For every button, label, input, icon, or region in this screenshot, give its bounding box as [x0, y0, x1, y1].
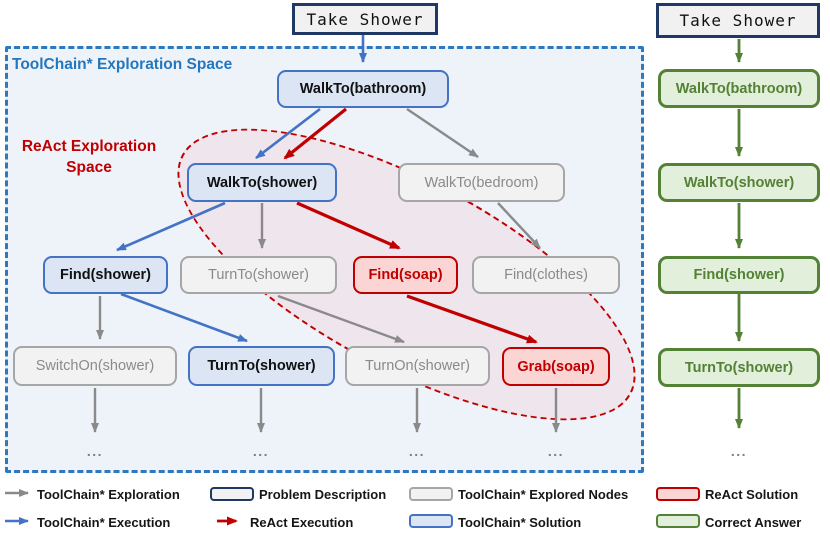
rc-node-turnto-shower: TurnTo(shower): [658, 348, 820, 387]
edge-bathroom-to-shower-red: [283, 107, 348, 160]
rc-node-walkto-bathroom: WalkTo(bathroom): [658, 69, 820, 108]
node-turnto-shower-explored: TurnTo(shower): [180, 256, 337, 294]
legend-label-explored-nodes: ToolChain* Explored Nodes: [458, 487, 629, 502]
node-walkto-shower: WalkTo(shower): [187, 163, 337, 202]
ellipsis-branch-3: ...: [408, 443, 426, 459]
node-find-clothes: Find(clothes): [472, 256, 620, 294]
node-turnto-shower-solution: TurnTo(shower): [188, 346, 335, 386]
toolchain-space-label: ToolChain* Exploration Space: [12, 56, 233, 73]
edge-findsoap-to-grab-red: [406, 294, 538, 344]
ellipsis-branch-1: ...: [86, 443, 104, 459]
react-space-label: ReAct Exploration Space: [8, 136, 170, 178]
edge-turnto-to-turnon-gray: [277, 294, 405, 344]
node-walkto-bathroom: WalkTo(bathroom): [277, 70, 449, 108]
ellipsis-branch-2: ...: [252, 443, 270, 459]
edge-shower-to-findsoap-red: [296, 201, 401, 250]
legend-label-toolchain-exploration: ToolChain* Exploration: [37, 487, 180, 502]
edge-findshower-to-turnto-blue: [120, 292, 248, 343]
legend-label-react-execution: ReAct Execution: [250, 515, 354, 530]
legend-swatch-react-solution: [656, 487, 700, 501]
node-find-soap: Find(soap): [353, 256, 458, 294]
legend-label-correct-answer: Correct Answer: [705, 515, 802, 530]
node-find-shower: Find(shower): [43, 256, 168, 294]
edge-bathroom-to-bedroom-gray: [406, 108, 479, 158]
rc-node-find-shower: Find(shower): [658, 256, 820, 294]
node-switchon-shower: SwitchOn(shower): [13, 346, 177, 386]
legend-swatch-problem-description: [210, 487, 254, 501]
rc-node-walkto-shower: WalkTo(shower): [658, 163, 820, 202]
react-space-label-line2: Space: [66, 159, 112, 176]
legend-swatch-correct-answer: [656, 514, 700, 528]
legend-swatch-toolchain-solution: [409, 514, 453, 528]
legend-label-problem-description: Problem Description: [259, 487, 387, 502]
problem-box-right: Take Shower: [656, 3, 820, 38]
legend-label-react-solution: ReAct Solution: [705, 487, 799, 502]
node-walkto-bedroom: WalkTo(bedroom): [398, 163, 565, 202]
node-turnon-shower: TurnOn(shower): [345, 346, 490, 386]
edge-bedroom-to-findclothes-gray: [497, 202, 541, 249]
legend-label-toolchain-execution: ToolChain* Execution: [37, 515, 171, 530]
ellipsis-branch-4: ...: [547, 443, 565, 459]
ellipsis-right-column: ...: [730, 443, 748, 459]
legend-swatch-explored-nodes: [409, 487, 453, 501]
node-grab-soap: Grab(soap): [502, 347, 610, 386]
edge-bathroom-to-shower-blue: [255, 107, 321, 160]
edge-shower-to-findshower-blue: [116, 201, 226, 252]
problem-box-left: Take Shower: [292, 3, 438, 35]
react-space-label-line1: ReAct Exploration: [21, 138, 157, 155]
legend-label-toolchain-solution: ToolChain* Solution: [458, 515, 582, 530]
